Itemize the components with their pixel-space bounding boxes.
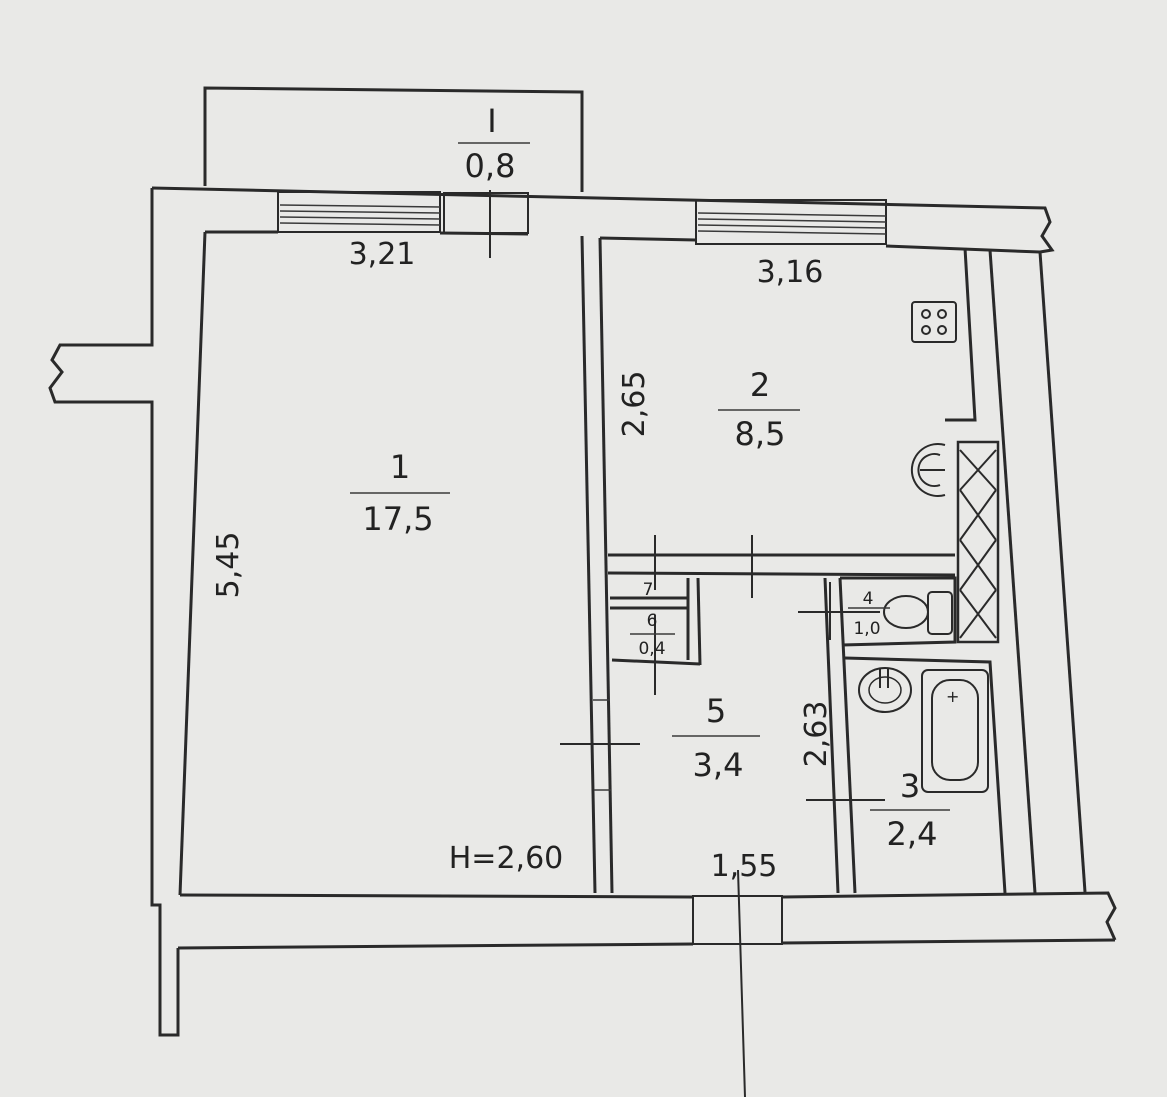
room4-area: 1,0 bbox=[853, 619, 880, 639]
room2-area: 8,5 bbox=[735, 415, 786, 453]
balcony-number: I bbox=[487, 102, 496, 140]
dim-hall-width: 1,55 bbox=[711, 849, 778, 884]
ventilation-shaft bbox=[956, 440, 1000, 644]
dim-room1-width: 3,21 bbox=[349, 237, 416, 272]
room6-number: 6 bbox=[647, 611, 658, 631]
entrance-door bbox=[692, 869, 783, 1097]
room2-number: 2 bbox=[750, 366, 770, 404]
svg-text:+: + bbox=[946, 687, 959, 706]
interior-walls bbox=[560, 235, 1007, 894]
washbasin-icon bbox=[858, 667, 912, 713]
stove-icon bbox=[911, 301, 957, 343]
room3-number: 3 bbox=[900, 767, 920, 805]
room7-number: 7 bbox=[643, 580, 654, 600]
balcony-door bbox=[443, 190, 529, 258]
room5-number: 5 bbox=[706, 692, 726, 730]
toilet-icon bbox=[883, 591, 953, 635]
room3-area: 2,4 bbox=[887, 815, 938, 853]
room5-area: 3,4 bbox=[693, 746, 744, 784]
balcony-area: 0,8 bbox=[465, 147, 516, 185]
window-room1 bbox=[277, 191, 441, 233]
dim-hall-length: 2,63 bbox=[799, 701, 834, 768]
room4-number: 4 bbox=[863, 589, 874, 609]
ceiling-height: H=2,60 bbox=[449, 841, 564, 876]
outer-walls bbox=[48, 186, 1117, 1037]
room1-number: 1 bbox=[390, 448, 410, 486]
window-room2 bbox=[695, 199, 887, 245]
dim-room1-length: 5,45 bbox=[211, 532, 246, 599]
bathtub-icon: + bbox=[921, 669, 989, 793]
balcony-outline bbox=[203, 86, 584, 192]
room6-area: 0,4 bbox=[638, 639, 665, 659]
room1-area: 17,5 bbox=[362, 500, 433, 538]
kitchen-sink-icon bbox=[910, 443, 946, 497]
dim-room2-width: 3,16 bbox=[757, 255, 824, 290]
label-bars bbox=[350, 142, 950, 811]
dim-room2-length: 2,65 bbox=[617, 371, 652, 438]
